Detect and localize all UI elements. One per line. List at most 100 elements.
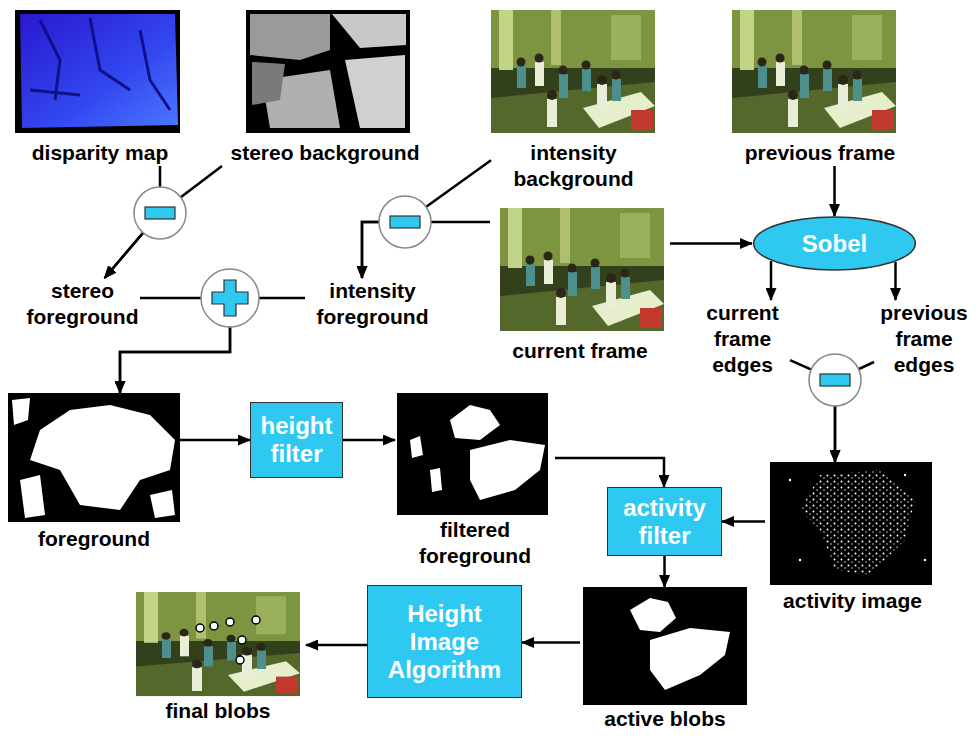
flow-arrow xyxy=(670,242,752,245)
image-panel: stereo background xyxy=(210,10,440,166)
intensity-background-photo xyxy=(491,10,655,133)
activity-image-picture xyxy=(789,479,791,481)
disparity-map-image xyxy=(20,14,178,128)
node-text: Height Image Algorithm xyxy=(376,600,513,684)
image-panel: current frame xyxy=(490,208,670,364)
stereo-background-image xyxy=(252,62,285,105)
node-text: Sobel xyxy=(802,230,867,258)
minus-operator xyxy=(134,187,186,239)
flow-arrow xyxy=(833,166,836,216)
disparity-map-image xyxy=(15,10,180,133)
flow-arrow xyxy=(522,641,580,644)
stereo-background-image xyxy=(332,14,406,48)
final-blobs-photo xyxy=(236,656,244,664)
process-box: activity filter xyxy=(607,487,722,556)
flow-arrow xyxy=(555,458,664,487)
flow-arrow xyxy=(180,439,250,442)
minus-operator xyxy=(134,187,186,239)
flow-arrow xyxy=(105,166,222,278)
image-panel: foreground xyxy=(8,393,180,552)
filtered-foreground-image xyxy=(470,440,545,500)
data-label: current frame edges xyxy=(695,300,790,378)
final-blobs-photo xyxy=(196,624,204,632)
stereo-background-image xyxy=(246,10,410,133)
activity-image-picture xyxy=(800,470,915,575)
node-text: activity filter xyxy=(616,494,713,550)
minus-operator xyxy=(809,354,861,406)
flow-arrow xyxy=(343,439,395,442)
flow-arrow xyxy=(894,262,897,300)
image-panel: active blobs xyxy=(580,587,750,732)
final-blobs-photo xyxy=(226,618,234,626)
activity-image-picture xyxy=(799,559,801,561)
foreground-mask-image xyxy=(12,398,30,425)
flow-arrow xyxy=(306,644,367,647)
filtered-foreground-image xyxy=(397,393,548,515)
plus-operator xyxy=(201,269,259,327)
final-blobs-photo xyxy=(136,592,300,696)
active-blobs-image xyxy=(650,628,730,690)
disparity-map-image xyxy=(15,10,180,133)
minus-operator xyxy=(809,354,861,406)
activity-image-picture xyxy=(924,559,926,561)
node-text: current frame xyxy=(490,338,670,364)
activity-image-picture xyxy=(904,474,906,476)
node-text: previous frame edges xyxy=(874,300,974,378)
node-text: foreground xyxy=(8,526,180,552)
process-box: Height Image Algorithm xyxy=(367,585,522,698)
flow-arrow xyxy=(362,160,491,278)
final-blobs-photo xyxy=(210,622,218,630)
flow-arrow xyxy=(663,556,666,587)
node-text: disparity map xyxy=(10,140,190,166)
final-blobs-photo xyxy=(238,636,246,644)
foreground-mask-image xyxy=(20,475,45,518)
intensity-background-photo xyxy=(491,10,655,133)
image-panel: previous frame xyxy=(720,10,920,166)
minus-operator xyxy=(820,374,850,386)
node-text: filtered foreground xyxy=(395,517,555,569)
flow-arrow xyxy=(722,520,765,523)
filtered-foreground-image xyxy=(410,436,423,458)
current-frame-photo xyxy=(500,208,664,331)
data-label: stereo foreground xyxy=(25,278,140,330)
active-blobs-image xyxy=(583,587,747,705)
previous-frame-photo xyxy=(732,10,896,133)
node-text: activity image xyxy=(765,588,940,614)
final-blobs-photo xyxy=(252,616,260,624)
foreground-mask-image xyxy=(8,393,180,522)
activity-image-picture xyxy=(770,462,932,585)
data-label: intensity foreground xyxy=(305,278,440,330)
image-panel: intensity background xyxy=(491,10,656,192)
filtered-foreground-image xyxy=(397,393,548,515)
image-panel: filtered foreground xyxy=(395,393,555,569)
foreground-mask-image xyxy=(8,393,180,522)
foreground-mask-image xyxy=(30,405,175,510)
node-text: active blobs xyxy=(580,706,750,732)
plus-operator xyxy=(212,280,248,316)
process-ellipse: Sobel xyxy=(752,216,917,271)
image-panel: activity image xyxy=(765,462,940,614)
image-panel: disparity map xyxy=(10,10,190,166)
active-blobs-image xyxy=(583,587,747,705)
disparity-map-image xyxy=(30,18,170,110)
ellipse-shape xyxy=(754,217,916,270)
filtered-foreground-image xyxy=(430,468,442,492)
filtered-foreground-image xyxy=(450,405,500,440)
node-text: stereo background xyxy=(210,140,440,166)
stereo-background-image xyxy=(246,10,410,133)
node-text: intensity background xyxy=(491,140,656,192)
node-text: intensity foreground xyxy=(305,278,440,330)
node-text: current frame edges xyxy=(695,300,790,378)
minus-operator xyxy=(379,196,431,248)
minus-operator xyxy=(145,207,175,219)
image-panel: final blobs xyxy=(130,592,306,724)
stereo-background-image xyxy=(250,14,330,60)
node-text: height filter xyxy=(259,412,334,468)
current-frame-photo xyxy=(500,208,664,331)
node-text: previous frame xyxy=(720,140,920,166)
stereo-background-image xyxy=(345,55,405,128)
active-blobs-image xyxy=(630,598,676,632)
minus-operator xyxy=(390,216,420,228)
final-blobs-photo xyxy=(136,592,300,696)
